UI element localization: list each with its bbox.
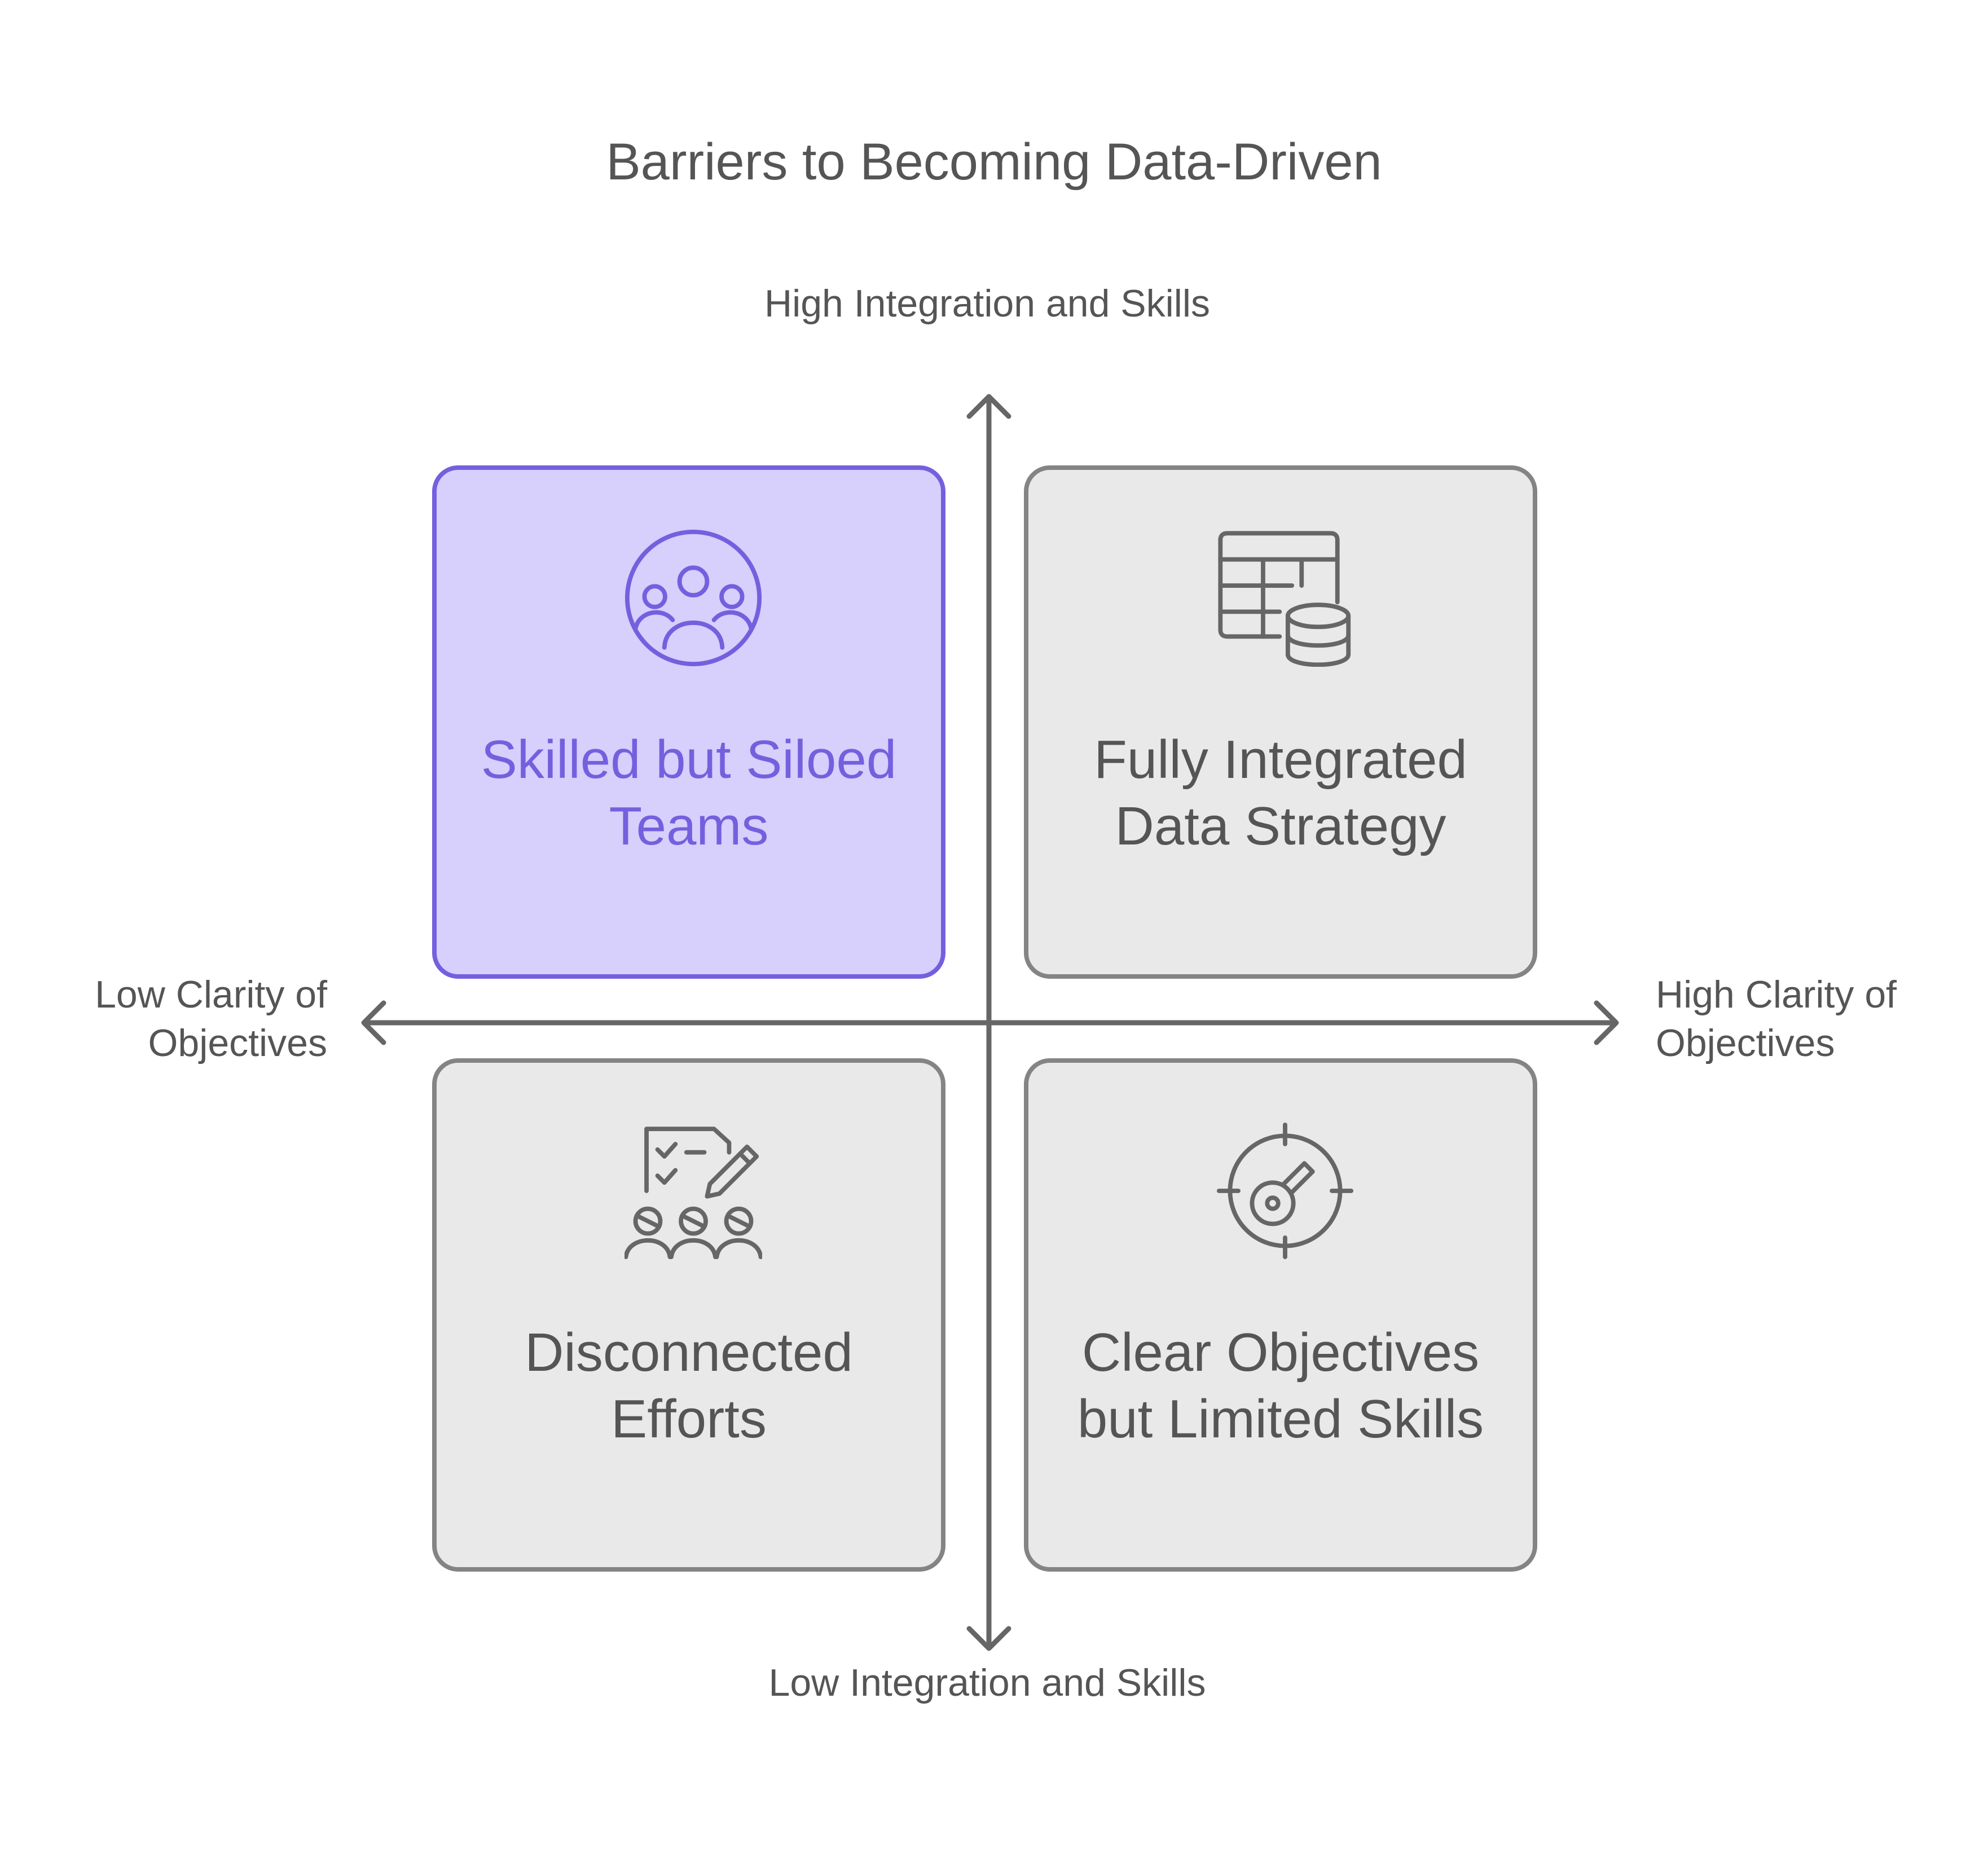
quadrant-clear-objectives: Clear Objectives but Limited Skills <box>1024 1058 1537 1572</box>
axis-label-top: High Integration and Skills <box>764 282 1210 325</box>
axis-label-right: High Clarity of Objectives <box>1656 973 1897 1064</box>
quadrant-label: Fully Integrated Data Strategy <box>1094 729 1467 856</box>
target-dial-icon <box>1216 1122 1354 1260</box>
diagram-title: Barriers to Becoming Data-Driven <box>606 133 1382 191</box>
quadrant-label: Skilled but Siloed Teams <box>481 729 897 856</box>
axis-arrow-up <box>966 394 1011 419</box>
axis-arrow-left <box>361 1000 386 1045</box>
table-database-icon <box>1218 531 1351 667</box>
quadrant-label: Clear Objectives but Limited Skills <box>1077 1322 1484 1449</box>
axis-label-left: Low Clarity of Objectives <box>95 973 327 1064</box>
axis-label-bottom: Low Integration and Skills <box>768 1661 1206 1704</box>
axis-arrow-down <box>966 1626 1011 1651</box>
axis-arrow-right <box>1594 1000 1619 1045</box>
checklist-team-icon <box>624 1127 762 1260</box>
quadrant-disconnected-efforts: Disconnected Efforts <box>432 1058 945 1572</box>
quadrant-skilled-but-siloed: Skilled but Siloed Teams <box>432 465 945 979</box>
quadrant-label: Disconnected Efforts <box>525 1322 853 1449</box>
quadrant-fully-integrated: Fully Integrated Data Strategy <box>1024 465 1537 979</box>
team-circle-icon <box>624 529 762 667</box>
